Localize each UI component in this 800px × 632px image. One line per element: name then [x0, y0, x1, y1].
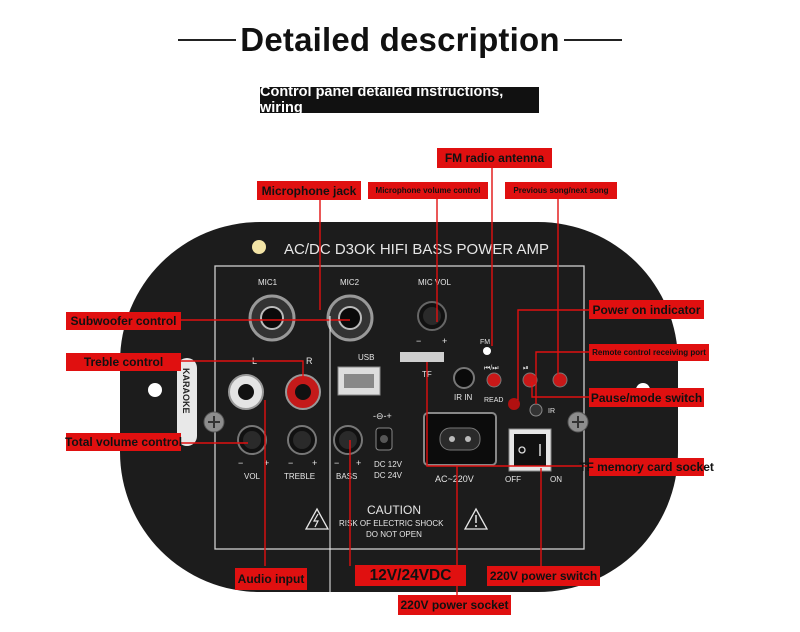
- ir-receiver-icon: [529, 403, 543, 417]
- callout-tf-memory-card-socket: TF memory card socket: [579, 458, 714, 476]
- dc-jack-icon: [375, 427, 393, 451]
- play-pause-symbol: ⏯: [523, 365, 529, 372]
- mic-vol-plus: +: [442, 336, 447, 346]
- dc-12v-label: DC 12V: [374, 460, 403, 469]
- usb-port-icon: [337, 366, 381, 396]
- callout-pause-mode-switch: Pause/mode switch: [589, 388, 704, 407]
- rca-right-jack-icon: [285, 374, 321, 410]
- callout-remote-control-port: Remote control receiving port: [589, 344, 709, 361]
- subheading-banner: Control panel detailed instructions, wir…: [260, 84, 539, 116]
- power-rocker-switch-icon: [508, 428, 552, 472]
- dc-polarity-label: -⊖-+: [373, 411, 392, 421]
- callout-fm-radio-antenna: FM radio antenna: [437, 148, 552, 168]
- callout-microphone-jack: Microphone jack: [257, 181, 361, 200]
- play-pause-button-icon: [522, 372, 538, 388]
- usb-label: USB: [358, 353, 374, 362]
- vol-minus: −: [238, 458, 243, 468]
- ir-in-label: IR IN: [454, 393, 472, 402]
- heading-title: Detailed description: [240, 21, 560, 58]
- mounting-hole-left: [148, 383, 162, 397]
- rca-left-jack-icon: [228, 374, 264, 410]
- risk-label: RISK OF ELECTRIC SHOCK: [339, 519, 444, 528]
- indicator-lamp-icon: [252, 240, 266, 254]
- callout-treble-control: Treble control: [66, 353, 181, 371]
- callout-previous-next-song: Previous song/next song: [505, 182, 617, 199]
- callout-dc-voltage: 12V/24VDC: [355, 565, 466, 586]
- off-label: OFF: [505, 475, 521, 484]
- ir-in-jack-icon: [453, 367, 475, 389]
- callout-audio-input: Audio input: [235, 568, 307, 590]
- callout-220v-power-socket: 220V power socket: [398, 595, 511, 615]
- panel-title: AC/DC D3OK HIFI BASS POWER AMP: [284, 241, 549, 258]
- heading: Detailed description: [0, 14, 800, 66]
- mic2-jack-icon: [326, 294, 374, 342]
- treble-plus: +: [312, 458, 317, 468]
- bass-knob-icon: [333, 425, 363, 455]
- caution-label: CAUTION: [367, 503, 421, 517]
- power-led-icon: [508, 398, 520, 410]
- mic1-jack-icon: [248, 294, 296, 342]
- mic-vol-label: MIC VOL: [418, 278, 451, 287]
- mic-vol-minus: −: [416, 336, 421, 346]
- mic1-label: MIC1: [258, 278, 278, 287]
- callout-microphone-volume-control: Microphone volume control: [368, 182, 488, 199]
- callout-subwoofer-control: Subwoofer control: [66, 312, 181, 330]
- bass-label: BASS: [336, 472, 357, 481]
- fm-label: FM: [480, 339, 490, 346]
- next-button-icon: [552, 372, 568, 388]
- vol-plus: +: [264, 458, 269, 468]
- warning-left-icon: [304, 507, 330, 530]
- treble-label: TREBLE: [284, 472, 315, 481]
- karaoke-label: KARAOKE: [181, 368, 191, 414]
- karaoke-badge: [177, 358, 197, 446]
- fm-antenna-icon: [483, 347, 491, 355]
- right-channel-label: R: [306, 356, 313, 366]
- dc-24v-label: DC 24V: [374, 471, 403, 480]
- ac-label: AC~220V: [435, 474, 474, 484]
- panel-frame: [214, 265, 585, 550]
- on-label: ON: [550, 475, 562, 484]
- treble-minus: −: [288, 458, 293, 468]
- heading-rule-right: [563, 39, 622, 41]
- read-label: READ: [484, 397, 503, 404]
- callout-total-volume-control: Total volume control: [64, 433, 183, 451]
- vol-label: VOL: [244, 472, 261, 481]
- prev-next-symbol: ⏮/⏭: [484, 365, 499, 372]
- ac-socket-icon: [423, 412, 497, 466]
- treble-knob-icon: [287, 425, 317, 455]
- heading-rule-left: [178, 39, 237, 41]
- bass-minus: −: [334, 458, 339, 468]
- callout-power-on-indicator: Power on indicator: [589, 300, 704, 319]
- warning-right-icon: [463, 507, 489, 530]
- ir-label: IR: [548, 408, 555, 415]
- do-not-open-label: DO NOT OPEN: [366, 530, 422, 539]
- mic-volume-knob-icon: [417, 301, 447, 331]
- callout-220v-power-switch: 220V power switch: [487, 566, 600, 586]
- prev-next-button-icon: [486, 372, 502, 388]
- volume-knob-icon: [237, 425, 267, 455]
- tf-slot-icon: [400, 352, 444, 362]
- mic2-label: MIC2: [340, 278, 360, 287]
- bass-plus: +: [356, 458, 361, 468]
- leader-lines: [180, 164, 590, 595]
